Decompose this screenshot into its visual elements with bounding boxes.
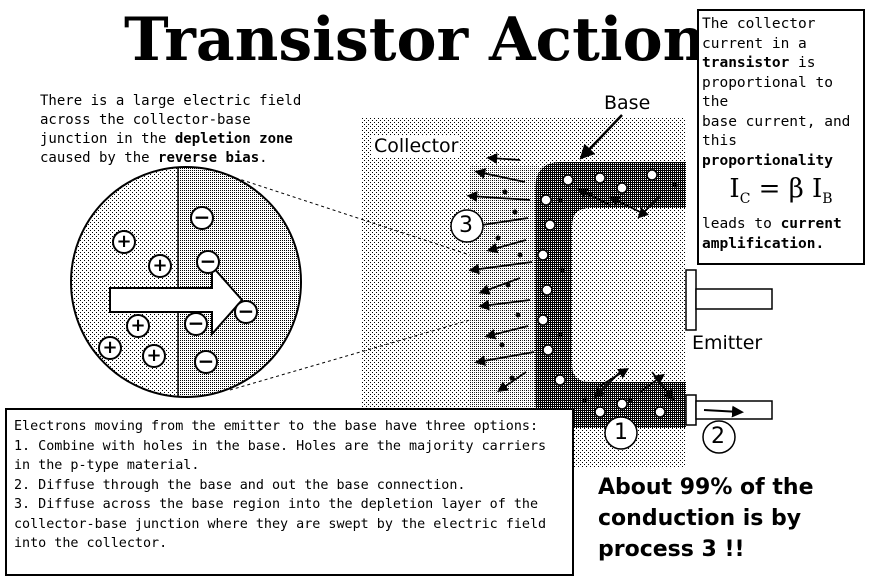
page-title: Transistor Action: [124, 5, 707, 75]
electron-arrows: [458, 153, 675, 401]
base-pointer-arrow: [579, 114, 623, 160]
sidebox-line: proportional to the: [702, 74, 833, 111]
conclusion-text: About 99% of the conduction is by proces…: [598, 472, 814, 565]
options-line: into the collector.: [14, 536, 168, 551]
sidebox-line: transistor is: [702, 55, 816, 71]
electric-field-arrow: [109, 263, 244, 337]
process-3-label: 3: [459, 213, 473, 238]
intro-line: There is a large electric field: [40, 93, 302, 109]
intro-line: junction in the depletion zone: [40, 131, 293, 147]
conclusion-line: About 99% of the: [598, 475, 814, 500]
sidebox-line: The collector: [702, 16, 816, 32]
options-line: Electrons moving from the emitter to the…: [14, 419, 539, 434]
emitter-label: Emitter: [692, 332, 763, 354]
holes: [537, 169, 666, 418]
process-3-circle: [450, 209, 484, 243]
emitter-wire: [695, 288, 773, 310]
emitter-lead: [685, 269, 697, 331]
zoom-line-top: [229, 175, 471, 256]
base-region: [535, 162, 686, 428]
options-line: in the p-type material.: [14, 458, 200, 473]
process-2-arrow: [703, 405, 744, 418]
options-line: collector-base junction where they are s…: [14, 516, 547, 532]
process-1-label: 1: [614, 420, 628, 445]
sidebox-line: amplification.: [702, 235, 825, 252]
electron-options-box: Electrons moving from the emitter to the…: [5, 408, 574, 576]
electrons: [495, 182, 678, 403]
process-2-label: 2: [711, 424, 725, 449]
conclusion-line: conduction is by: [598, 506, 802, 531]
base-lead: [685, 394, 697, 426]
sidebox-line: base current, and: [702, 113, 851, 130]
options-line: 1. Combine with holes in the base. Holes…: [14, 438, 547, 454]
process-2-circle: [702, 420, 736, 454]
collector-label: Collector: [372, 135, 461, 157]
conclusion-line: process 3 !!: [598, 537, 745, 562]
sidebox-line: leads to current: [702, 216, 842, 233]
intro-line: caused by the reverse bias.: [40, 150, 268, 166]
options-line: 2. Diffuse through the base and out the …: [14, 477, 466, 493]
depletion-zone: [470, 165, 540, 420]
intro-line: across the collector-base: [40, 112, 251, 128]
proportionality-box: The collector current in a transistor is…: [697, 9, 865, 265]
emitter-region: [576, 212, 684, 378]
intro-text: There is a large electric field across t…: [40, 92, 340, 168]
gain-formula: IC = β IB: [729, 174, 833, 208]
sidebox-line: proportionality: [702, 152, 833, 169]
options-line: 3. Diffuse across the base region into t…: [14, 497, 539, 512]
sidebox-line: current in a: [702, 35, 807, 52]
base-label: Base: [604, 92, 651, 114]
zoom-circle: [71, 167, 301, 397]
sidebox-line: this: [702, 133, 737, 149]
process-1-circle: [604, 416, 638, 450]
